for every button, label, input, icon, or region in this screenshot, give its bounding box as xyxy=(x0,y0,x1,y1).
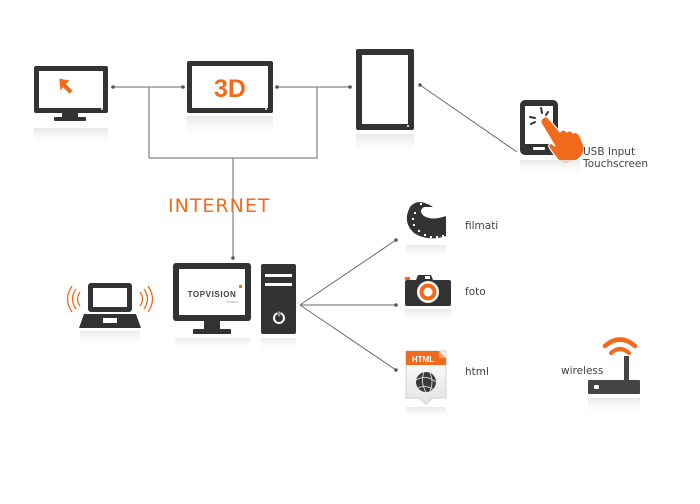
display-3d: 3D xyxy=(187,61,273,140)
html-badge: HTML xyxy=(412,355,434,364)
tablet-icon xyxy=(356,49,414,156)
laptop-wireless-icon xyxy=(66,283,154,345)
connection-lines xyxy=(113,84,518,371)
html-globe-icon: HTML xyxy=(405,350,447,419)
connection-dots xyxy=(111,83,422,372)
monitor-cursor-icon xyxy=(34,66,108,146)
link-pc-filmati xyxy=(299,239,397,306)
wireless-label: wireless xyxy=(561,365,603,377)
media-label-filmati: filmati xyxy=(465,220,498,232)
film-reel-icon xyxy=(406,202,446,259)
link-pc-html xyxy=(299,304,397,371)
camera-icon xyxy=(404,275,452,323)
display-3d-label: 3D xyxy=(214,75,246,103)
wireless-router-icon xyxy=(588,337,640,416)
topvision-logo-mark xyxy=(239,285,242,288)
pc-monitor xyxy=(173,263,251,350)
link-tablet-touch xyxy=(419,84,518,153)
internet-label: INTERNET xyxy=(168,195,271,217)
topvision-logo: TOPVISION xyxy=(188,290,237,299)
pc-tower-icon xyxy=(261,264,296,352)
touchscreen-icon xyxy=(520,100,585,176)
topvision-logo-sub: STUDIO xyxy=(226,300,238,304)
touch-label-line2: Touchscreen xyxy=(582,158,648,170)
media-label-foto: foto xyxy=(465,286,486,298)
media-label-html: html xyxy=(465,366,489,378)
touch-label-line1: USB Input xyxy=(583,146,635,158)
